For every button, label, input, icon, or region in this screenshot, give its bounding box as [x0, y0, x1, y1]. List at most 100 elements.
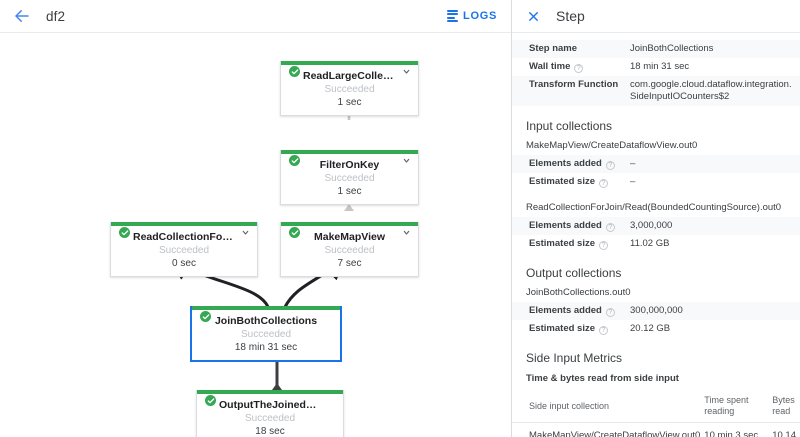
property-key: Estimated size? — [512, 173, 630, 191]
node-status: Succeeded — [240, 329, 292, 340]
help-icon[interactable]: ? — [599, 241, 608, 250]
top-bar: df2 LOGS — [0, 0, 511, 33]
step-details-panel: Step Step name JoinBothCollections Wall … — [512, 0, 800, 437]
step-panel-body: Step name JoinBothCollections Wall time?… — [512, 33, 800, 437]
check-circle-icon — [119, 227, 130, 238]
property-key: Elements added? — [512, 302, 630, 320]
chevron-down-icon[interactable] — [401, 155, 411, 165]
node-duration: 1 sec — [337, 97, 362, 108]
column-header-bytes-read: Bytes read — [772, 391, 800, 423]
node-duration: 1 sec — [337, 186, 362, 197]
node-duration: 7 sec — [337, 258, 362, 269]
node-duration: 18 sec — [255, 426, 285, 437]
property-key: Transform Function — [529, 79, 619, 90]
cell-bytes-read: 10.14 GB — [772, 422, 800, 437]
property-value: 20.12 GB — [630, 323, 671, 334]
chevron-down-icon[interactable] — [401, 66, 411, 76]
node-status: Succeeded — [244, 413, 296, 424]
node-status: Succeeded — [158, 245, 210, 256]
chevron-down-icon[interactable] — [240, 227, 250, 237]
step-properties-table: Step name JoinBothCollections Wall time?… — [512, 40, 800, 106]
side-input-metrics-heading: Side Input Metrics — [526, 351, 623, 365]
help-icon[interactable]: ? — [599, 179, 608, 188]
property-value: 11.02 GB — [630, 238, 670, 249]
chevron-down-icon[interactable] — [401, 227, 411, 237]
logs-button[interactable]: LOGS — [447, 10, 497, 22]
table-row: Step name JoinBothCollections — [512, 40, 800, 58]
node-status-bar — [281, 222, 418, 226]
step-panel-header: Step — [512, 0, 800, 33]
table-header-row: Side input collection Time spent reading… — [512, 391, 800, 423]
check-circle-icon — [289, 155, 300, 166]
collection-name: MakeMapView/CreateDataflowView.out0 — [526, 140, 698, 151]
logs-button-label: LOGS — [463, 10, 497, 22]
graph-node-read-large-collection[interactable]: ReadLargeCollectionFr... Succeeded 1 sec — [280, 61, 419, 116]
column-header-time-spent-reading: Time spent reading — [704, 391, 773, 423]
table-row: Estimated size? 20.12 GB — [512, 320, 800, 338]
graph-node-filter-on-key[interactable]: FilterOnKey Succeeded 1 sec — [280, 150, 419, 205]
node-status: Succeeded — [324, 84, 375, 95]
property-key: Estimated size? — [512, 320, 630, 338]
property-value: JoinBothCollections — [630, 43, 714, 54]
check-circle-icon — [200, 311, 211, 322]
property-key: Step name — [529, 43, 578, 54]
help-icon[interactable]: ? — [605, 161, 615, 170]
page-title: df2 — [46, 8, 66, 24]
check-circle-icon — [289, 227, 300, 238]
node-status-bar — [111, 222, 257, 226]
property-key: Estimated size? — [512, 235, 630, 253]
graph-node-join-both-collections[interactable]: JoinBothCollections Succeeded 18 min 31 … — [190, 306, 342, 362]
node-status: Succeeded — [324, 245, 375, 256]
check-circle-icon — [205, 395, 216, 406]
arrow-left-icon[interactable] — [12, 6, 32, 26]
property-value: 300,000,000 — [630, 305, 683, 316]
job-graph-pane: df2 LOGS — [0, 0, 512, 437]
help-icon[interactable]: ? — [599, 326, 608, 335]
node-status-bar — [281, 61, 418, 65]
table-row: Elements added? 3,000,000 — [512, 217, 800, 235]
side-input-metrics-table: Side input collection Time spent reading… — [512, 391, 800, 437]
node-title: FilterOnKey — [319, 159, 380, 171]
node-title: MakeMapView — [313, 231, 385, 243]
cell-time-spent-reading: 10 min 3 sec — [704, 422, 773, 437]
logs-icon — [447, 10, 459, 22]
node-duration: 0 sec — [172, 258, 196, 269]
property-value: com.google.cloud.dataflow.integration.Si… — [630, 79, 792, 102]
graph-node-make-map-view[interactable]: MakeMapView Succeeded 7 sec — [280, 222, 419, 277]
collection-name: ReadCollectionForJoin/Read(BoundedCounti… — [526, 202, 782, 213]
pipeline-graph-canvas[interactable]: ReadLargeCollectionFr... Succeeded 1 sec… — [0, 33, 511, 437]
check-circle-icon — [289, 66, 300, 77]
node-title: OutputTheJoinedCollec... — [219, 399, 343, 411]
help-icon[interactable]: ? — [605, 308, 615, 317]
column-header-side-input-collection: Side input collection — [512, 391, 705, 423]
property-value: – — [630, 176, 636, 187]
cell-side-input-collection: MakeMapView/CreateDataflowView.out0 — [512, 422, 705, 437]
node-status-bar — [197, 390, 343, 394]
node-status-bar — [281, 150, 418, 154]
node-title: ReadCollectionForJoin — [133, 231, 248, 243]
input-collection-1-table: Elements added? 3,000,000 Estimated size… — [512, 217, 800, 253]
help-icon[interactable]: ? — [574, 64, 584, 73]
output-collection-0-table: Elements added? 300,000,000 Estimated si… — [512, 302, 800, 338]
node-status-bar — [192, 306, 340, 310]
help-icon[interactable]: ? — [605, 223, 615, 232]
graph-node-output-the-joined-collection[interactable]: OutputTheJoinedCollec... Succeeded 18 se… — [196, 390, 344, 437]
graph-node-read-collection-for-join[interactable]: ReadCollectionForJoin Succeeded 0 sec — [110, 222, 258, 277]
property-value: 3,000,000 — [630, 220, 673, 231]
node-status: Succeeded — [324, 173, 375, 184]
property-key: Elements added? — [512, 155, 630, 173]
node-title: JoinBothCollections — [214, 315, 318, 327]
close-icon[interactable] — [524, 7, 542, 25]
property-value: – — [630, 158, 636, 169]
node-title: ReadLargeCollectionFr... — [303, 70, 418, 82]
table-row: Estimated size? 11.02 GB — [512, 235, 800, 253]
collection-name: JoinBothCollections.out0 — [526, 287, 631, 298]
table-row: Elements added? 300,000,000 — [512, 302, 800, 320]
table-row: MakeMapView/CreateDataflowView.out0 10 m… — [512, 422, 800, 437]
step-panel-title: Step — [556, 8, 585, 24]
side-input-metrics-subheading: Time & bytes read from side input — [526, 373, 679, 384]
table-row: Elements added? – — [512, 155, 800, 173]
property-key: Wall time? — [512, 58, 630, 76]
node-duration: 18 min 31 sec — [234, 342, 298, 353]
